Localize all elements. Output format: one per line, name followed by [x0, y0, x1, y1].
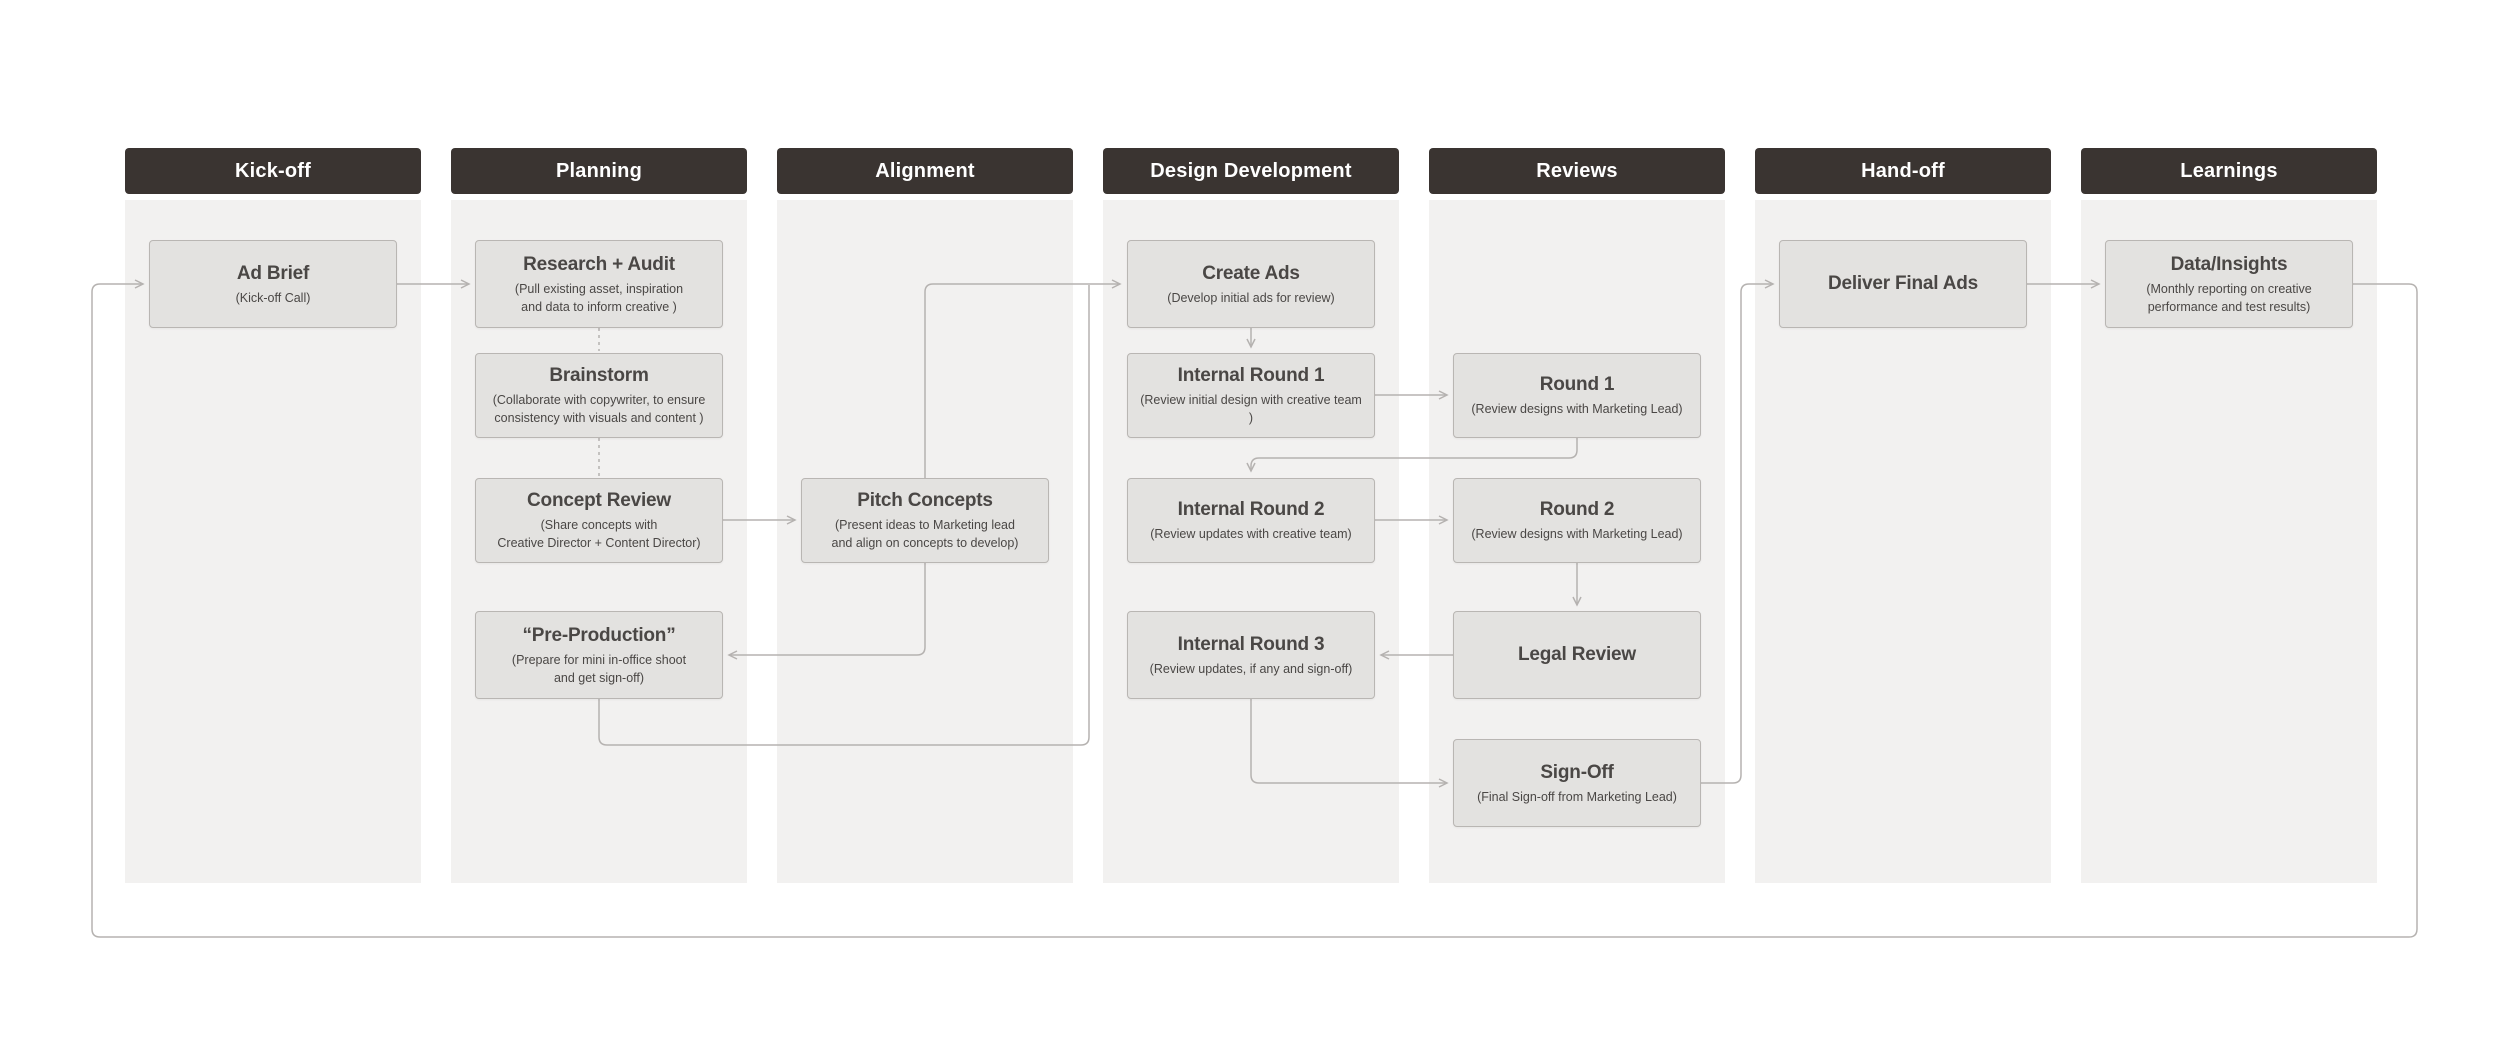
node-title: Ad Brief: [236, 262, 310, 284]
column-header-reviews: Reviews: [1429, 148, 1725, 194]
node-pre-production: “Pre-Production” (Prepare for mini in-off…: [475, 611, 723, 699]
column-header-label: Reviews: [1536, 159, 1618, 182]
connector-pitch-concepts-to-pre-production: [727, 563, 926, 660]
node-create-ads: Create Ads (Develop initial ads for revie…: [1127, 240, 1375, 328]
connector-round-1-to-internal-round-2: [1246, 438, 1578, 473]
node-round-2: Round 2 (Review designs with Marketing Le…: [1453, 478, 1701, 563]
node-subtitle: (Review designs with Marketing Lead): [1471, 402, 1683, 416]
node-subtitle: (Collaborate with copywriter, to ensure …: [492, 393, 706, 425]
node-title: Internal Round 3: [1177, 633, 1325, 655]
connector-internal-round-3-to-sign-off: [1250, 699, 1449, 788]
node-subtitle: (Share concepts with Creative Director +…: [497, 518, 701, 550]
node-title: Sign-Off: [1540, 761, 1614, 783]
column-header-label: Kick-off: [234, 159, 312, 182]
column-header-handoff: Hand-off: [1755, 148, 2051, 194]
column-header-kickoff: Kick-off: [125, 148, 421, 194]
node-concept-review: Concept Review (Share concepts with Creat…: [475, 478, 723, 563]
node-title: Deliver Final Ads: [1827, 273, 1979, 294]
column-header-planning: Planning: [451, 148, 747, 194]
node-legal-review: Legal Review: [1453, 611, 1701, 699]
connector-sign-off-to-deliver-final-ads: [1701, 279, 1775, 784]
column-header-alignment: Alignment: [777, 148, 1073, 194]
node-subtitle: (Kick-off Call): [235, 290, 311, 305]
node-internal-round-2: Internal Round 2 (Review updates with cre…: [1127, 478, 1375, 563]
node-subtitle: (Develop initial ads for review): [1167, 290, 1335, 305]
node-subtitle: (Review initial design with creative tea…: [1140, 393, 1362, 425]
node-title: Data/Insights: [2170, 253, 2288, 275]
node-subtitle: (Review updates, if any and sign-off): [1149, 661, 1353, 676]
column-header-label: Learnings: [2180, 159, 2278, 182]
connector-data-insights-to-ad-brief: [91, 279, 2418, 938]
node-title: Research + Audit: [523, 253, 675, 275]
node-title: Create Ads: [1202, 262, 1300, 284]
node-deliver-final-ads: Deliver Final Ads: [1779, 240, 2027, 328]
column-header-label: Alignment: [875, 159, 975, 182]
node-title: Brainstorm: [549, 365, 649, 386]
node-title: Legal Review: [1518, 644, 1636, 665]
node-subtitle: (Present ideas to Marketing lead and ali…: [831, 518, 1019, 550]
node-subtitle: (Final Sign-off from Marketing Lead): [1477, 789, 1677, 804]
connector-pre-production-to-create-ads: [598, 285, 1090, 746]
node-subtitle: (Prepare for mini in-office shoot and ge…: [511, 652, 687, 685]
node-internal-round-1: Internal Round 1 (Review initial design w…: [1127, 353, 1375, 438]
node-title: Internal Round 1: [1177, 365, 1325, 386]
node-title: Internal Round 2: [1177, 499, 1325, 520]
column-header-label: Planning: [555, 159, 643, 182]
node-subtitle: (Review updates with creative team): [1150, 527, 1352, 541]
node-sign-off: Sign-Off (Final Sign-off from Marketing L…: [1453, 739, 1701, 827]
node-title: Round 2: [1539, 499, 1615, 520]
connector-pitch-concepts-to-create-ads: [924, 279, 1122, 478]
node-title: Pitch Concepts: [857, 490, 993, 511]
node-round-1: Round 1 (Review designs with Marketing Le…: [1453, 353, 1701, 438]
column-header-design-development: Design Development: [1103, 148, 1399, 194]
node-subtitle: (Review designs with Marketing Lead): [1471, 527, 1683, 541]
node-pitch-concepts: Pitch Concepts (Present ideas to Marketin…: [801, 478, 1049, 563]
node-data-insights: Data/Insights (Monthly reporting on creat…: [2105, 240, 2353, 328]
node-title: Round 1: [1539, 374, 1615, 395]
node-subtitle: (Monthly reporting on creative performan…: [2146, 281, 2312, 314]
node-title: “Pre-Production”: [522, 624, 676, 646]
node-ad-brief: Ad Brief (Kick-off Call): [149, 240, 397, 328]
node-research-audit: Research + Audit (Pull existing asset, in…: [475, 240, 723, 328]
node-brainstorm: Brainstorm (Collaborate with copywriter, …: [475, 353, 723, 438]
column-header-label: Hand-off: [1861, 159, 1945, 182]
node-internal-round-3: Internal Round 3 (Review updates, if any …: [1127, 611, 1375, 699]
column-header-learnings: Learnings: [2081, 148, 2377, 194]
node-subtitle: (Pull existing asset, inspiration and da…: [514, 281, 684, 314]
node-title: Concept Review: [527, 490, 671, 511]
column-header-label: Design Development: [1150, 159, 1352, 182]
